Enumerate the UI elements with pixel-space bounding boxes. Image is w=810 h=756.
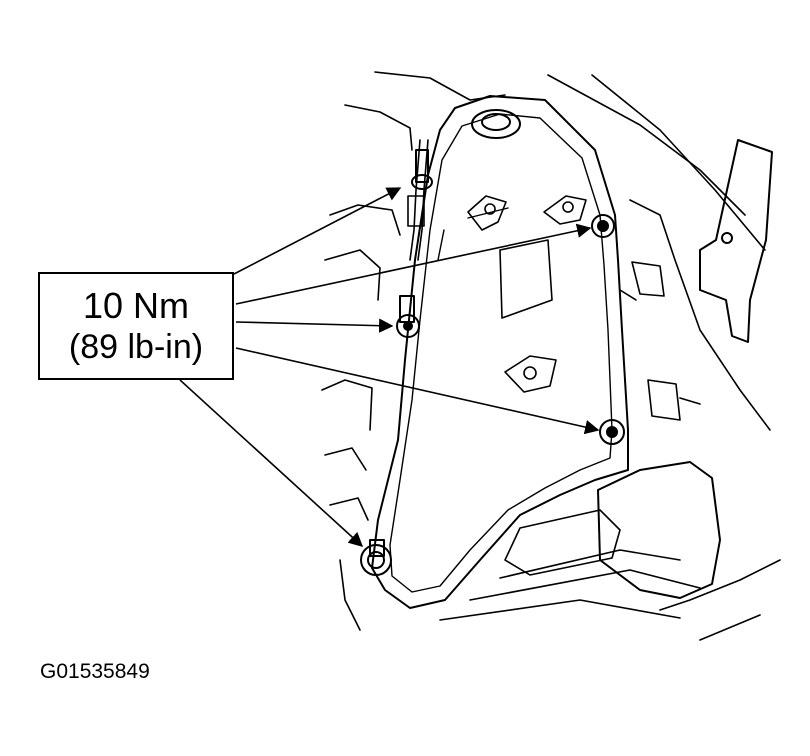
leader-arrow-bottom-left xyxy=(179,379,364,547)
leader-arrow-mid-left xyxy=(235,318,394,333)
bolt-upper-right xyxy=(591,214,615,238)
engine-bay-background xyxy=(321,71,781,641)
leader-arrow-lower-right xyxy=(235,347,600,435)
valve-cover xyxy=(371,95,629,609)
side-wiring xyxy=(407,139,701,421)
coil-connectors xyxy=(467,195,587,393)
figure-id: G01535849 xyxy=(40,660,150,683)
bolt-mid-left xyxy=(396,295,420,338)
torque-callout-box: 10 Nm (89 lb-in) xyxy=(38,272,234,380)
leader-arrows xyxy=(179,187,600,547)
bolt-lower-right xyxy=(599,419,625,445)
torque-lbin-label: (89 lb-in) xyxy=(68,328,204,366)
bolt-upper-left xyxy=(411,149,433,190)
intake-tubes xyxy=(439,461,721,621)
bolt-bottom-left xyxy=(360,539,392,576)
torque-nm-label: 10 Nm xyxy=(82,285,190,326)
leader-arrow-upper-left xyxy=(233,187,402,275)
mounting-bracket xyxy=(699,139,773,343)
leader-arrow-upper-right xyxy=(235,223,592,305)
